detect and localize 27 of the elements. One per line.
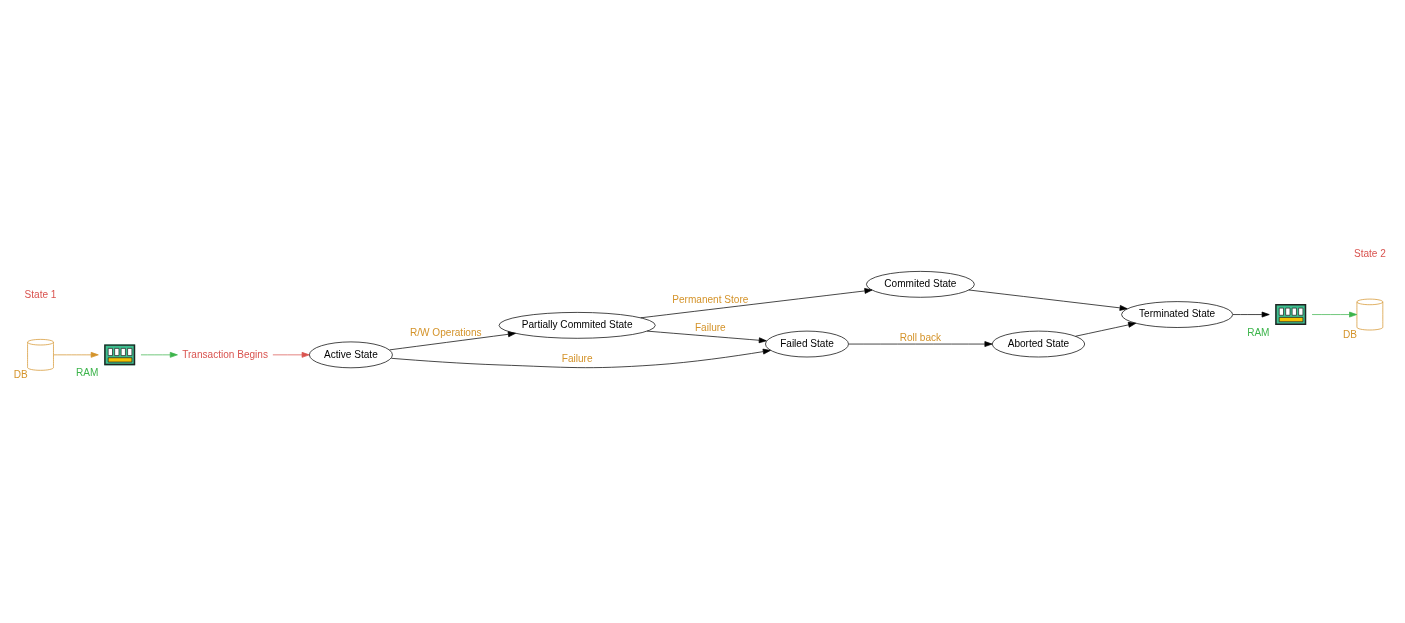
arrow [1232, 311, 1270, 318]
label: State 2 [1353, 248, 1386, 260]
edge-label: Roll back [899, 332, 942, 344]
edge-label: Permanent Store [672, 294, 749, 306]
arrow [389, 331, 516, 351]
node-ellipse: Aborted State [991, 330, 1085, 358]
node-label: DB [13, 369, 28, 381]
node-label: RAM [76, 367, 99, 379]
arrow [646, 330, 767, 344]
node-text: Transaction Begins [182, 348, 268, 360]
arrow [1075, 322, 1137, 337]
edge-label: Failure [561, 353, 593, 365]
node-ellipse: Failed State [765, 330, 849, 358]
edge-label: R/W Operations [410, 326, 482, 338]
arrow [140, 351, 178, 358]
arrow [1311, 311, 1358, 318]
arrow [640, 288, 873, 319]
edge-label: Failure [694, 321, 726, 333]
label: State 1 [24, 288, 57, 300]
node-ellipse: Active State [309, 341, 393, 369]
arrow [968, 289, 1128, 311]
node-label: RAM [1247, 326, 1270, 338]
node-label: DB [1343, 329, 1358, 341]
arrow [272, 351, 310, 358]
arrow [53, 351, 99, 358]
arrow [390, 348, 771, 369]
arrow [848, 341, 993, 347]
